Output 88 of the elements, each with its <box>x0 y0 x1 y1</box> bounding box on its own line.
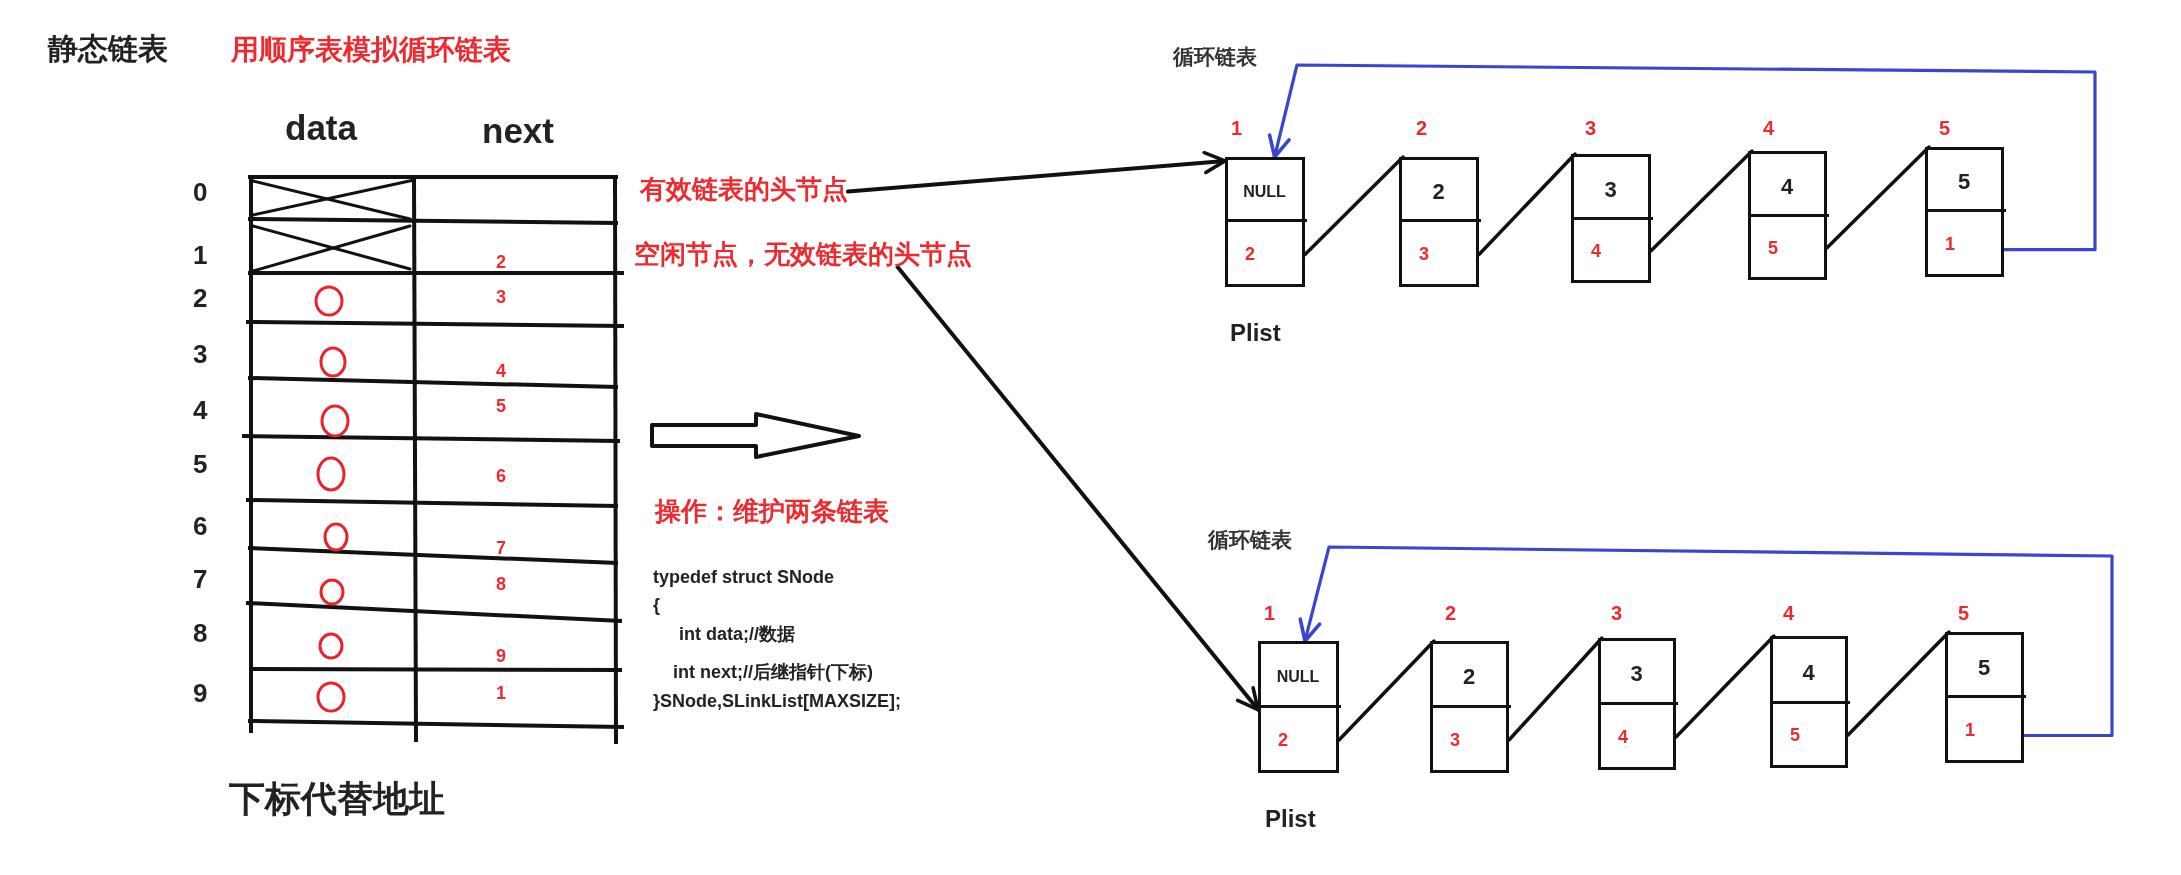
link-line <box>1825 145 1931 250</box>
arrow <box>846 150 1227 194</box>
link-line <box>1303 155 1405 257</box>
row-index: 5 <box>193 451 208 477</box>
node-next-value: 4 <box>1618 727 1628 746</box>
next-index-value: 9 <box>496 647 506 665</box>
list-node-box <box>1571 154 1651 283</box>
list-node-box <box>1770 636 1848 768</box>
code-line: typedef struct SNode <box>653 568 835 586</box>
link-line <box>1337 639 1436 742</box>
pointer-label: Plist <box>1230 321 1281 345</box>
node-data-value: 3 <box>1604 178 1617 201</box>
node-data-value: 3 <box>1630 663 1643 686</box>
code-line: int next;//后继指针(下标) <box>673 663 873 681</box>
node-data-value: 5 <box>1957 171 1971 194</box>
code-line: int data;//数据 <box>679 625 795 643</box>
list-node-box <box>1945 632 2024 763</box>
node-next-value: 5 <box>1790 726 1800 745</box>
next-index-value: 3 <box>496 288 506 306</box>
column-header: next <box>482 113 554 148</box>
pointer-label: Plist <box>1265 807 1316 831</box>
row-index: 9 <box>193 680 208 706</box>
next-index-value: 5 <box>496 397 506 415</box>
row-index: 0 <box>193 179 208 205</box>
edge-label: 循环链表 <box>1208 529 1292 550</box>
edge-label: 循环链表 <box>1173 46 1257 67</box>
next-index-value: 7 <box>496 539 506 557</box>
node-index-label: 1 <box>1231 118 1243 138</box>
node-index-label: 3 <box>1611 603 1623 623</box>
node-data-value: 2 <box>1462 666 1476 689</box>
node-next-value: 1 <box>1965 720 1975 739</box>
next-index-value: 2 <box>496 253 506 271</box>
node-next-value: 3 <box>1419 244 1429 263</box>
note-text: 下标代替地址 <box>229 781 445 817</box>
row-index: 6 <box>193 513 208 539</box>
list-node-box <box>1925 147 2004 277</box>
list-node-box <box>1258 641 1339 773</box>
row-index: 1 <box>193 242 208 268</box>
next-index-value: 6 <box>496 467 506 485</box>
node-next-value: 2 <box>1278 730 1288 749</box>
node-next-value: 4 <box>1591 241 1601 260</box>
node-index-label: 2 <box>1416 118 1428 138</box>
row-index: 2 <box>193 285 208 311</box>
node-data-value: 2 <box>1432 181 1445 204</box>
link-line <box>1674 634 1776 739</box>
list-node-box <box>1225 157 1305 287</box>
row-index: 4 <box>193 397 208 423</box>
node-data-value: 5 <box>1977 656 1991 679</box>
title-text: 静态链表 <box>48 34 168 64</box>
loop-arrow <box>1298 545 2114 738</box>
next-index-value: 4 <box>496 362 506 380</box>
node-index-label: 4 <box>1763 118 1775 138</box>
node-next-value: 2 <box>1245 244 1255 263</box>
subtitle-text: 用顺序表模拟循环链表 <box>231 36 511 64</box>
node-index-label: 5 <box>1939 118 1951 138</box>
note-text: 有效链表的头节点 <box>640 176 848 202</box>
node-data-value: NULL <box>1243 184 1286 201</box>
node-next-value: 3 <box>1450 730 1460 749</box>
node-index-label: 2 <box>1445 603 1457 623</box>
list-node-box <box>1399 157 1479 287</box>
list-node-box <box>1430 641 1509 773</box>
note-text: 操作：维护两条链表 <box>655 498 889 524</box>
link-line <box>1477 152 1577 257</box>
row-index: 8 <box>193 620 208 646</box>
link-line <box>1846 630 1951 737</box>
note-text: 空闲节点，无效链表的头节点 <box>634 241 972 267</box>
link-line <box>1507 636 1604 742</box>
node-index-label: 5 <box>1958 603 1970 623</box>
link-line <box>1649 149 1754 253</box>
node-data-value: 4 <box>1780 175 1794 198</box>
node-next-value: 1 <box>1945 234 1955 253</box>
list-node-box <box>1748 151 1827 280</box>
code-line: }SNode,SLinkList[MAXSIZE]; <box>653 692 901 710</box>
arrow <box>895 265 1260 712</box>
next-index-value: 8 <box>496 575 506 593</box>
list-node-box <box>1598 638 1676 770</box>
node-index-label: 1 <box>1264 603 1276 623</box>
node-next-value: 5 <box>1768 238 1778 257</box>
row-index: 3 <box>193 341 208 367</box>
node-index-label: 4 <box>1783 603 1795 623</box>
node-data-value: 4 <box>1802 661 1815 684</box>
node-index-label: 3 <box>1585 118 1597 138</box>
code-line: { <box>653 596 660 614</box>
next-index-value: 1 <box>496 684 506 702</box>
loop-arrow <box>1267 63 2097 252</box>
column-header: data <box>285 110 357 145</box>
row-index: 7 <box>193 566 208 592</box>
node-data-value: NULL <box>1276 669 1320 686</box>
